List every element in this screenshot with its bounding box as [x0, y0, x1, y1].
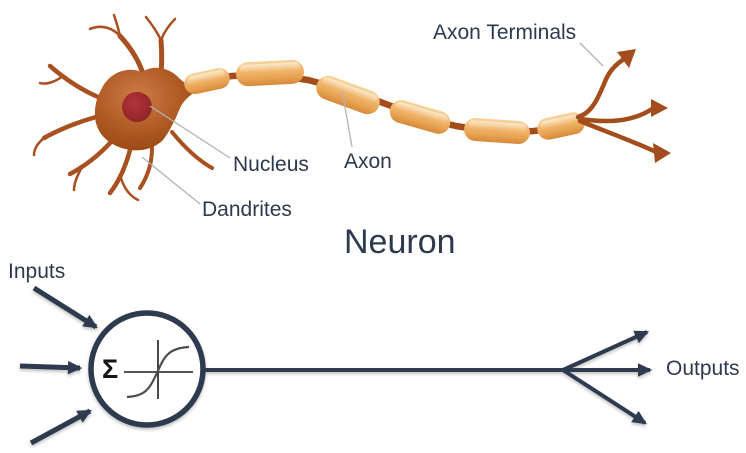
activation-function-icon	[124, 340, 193, 399]
nucleus-label: Nucleus	[233, 153, 309, 176]
output-arrows	[203, 330, 653, 425]
sum-icon: Σ	[102, 354, 119, 384]
axon-cord	[188, 72, 582, 135]
dendrites-label: Dandrites	[202, 198, 292, 221]
dendrites	[32, 13, 214, 202]
axon-terminal-branches	[575, 55, 659, 155]
nucleus-shape	[122, 92, 152, 122]
inputs-label: Inputs	[8, 260, 66, 283]
input-arrows	[19, 285, 98, 446]
biological-neuron-illustration	[32, 13, 671, 205]
outputs-label: Outputs	[666, 357, 740, 380]
artificial-neuron-schematic	[19, 285, 653, 446]
diagram-title: Neuron	[344, 223, 456, 261]
axon-myelin-sheath	[184, 59, 585, 144]
axon-terminal-tips	[617, 49, 671, 163]
axon-terminals-label: Axon Terminals	[433, 21, 577, 44]
axon-label: Axon	[344, 150, 392, 173]
leader-lines	[141, 42, 604, 205]
